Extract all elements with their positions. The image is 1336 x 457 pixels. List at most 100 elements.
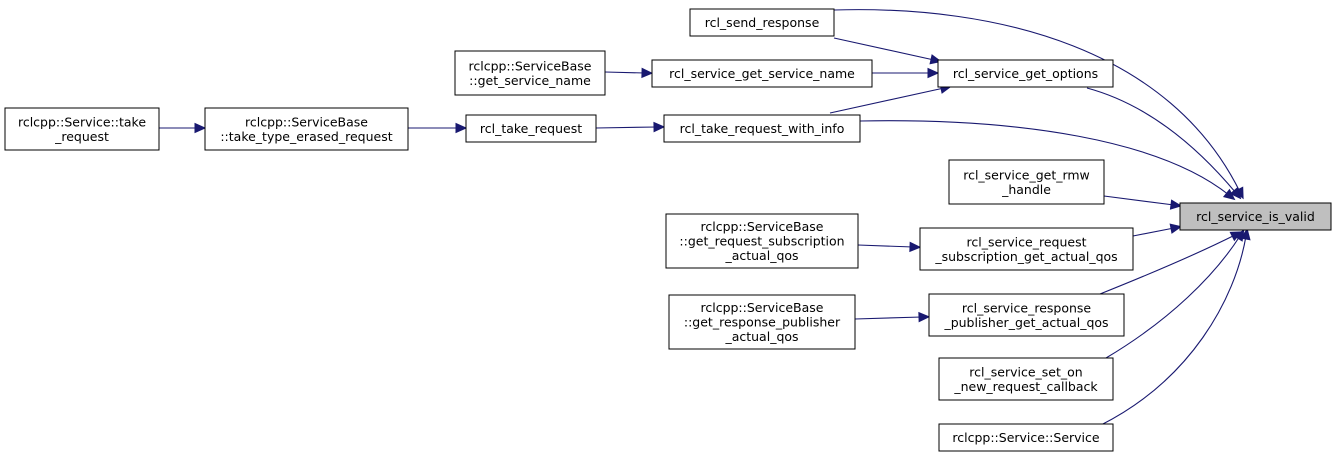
node-svc-take[interactable]: rclcpp::Service::take_request bbox=[4, 107, 160, 151]
edge-line bbox=[604, 71, 646, 74]
arrowhead bbox=[1169, 199, 1183, 210]
edge-get_opts-to-valid bbox=[1086, 87, 1242, 200]
edge-sb_name-to-get_name bbox=[604, 67, 654, 79]
node-label-line: ::get_request_subscription bbox=[679, 234, 844, 249]
node-sb-resp[interactable]: rclcpp::ServiceBase::get_response_publis… bbox=[668, 294, 856, 350]
node-set-cb[interactable]: rcl_service_set_on_new_request_callback bbox=[938, 357, 1114, 401]
edge-sb_take-to-take_req bbox=[408, 122, 468, 134]
edge-line bbox=[854, 316, 923, 320]
edge-line bbox=[833, 37, 935, 61]
node-box bbox=[938, 423, 1114, 452]
node-label-line: rcl_take_request_with_info bbox=[680, 121, 845, 136]
node-label-line: rclcpp::ServiceBase bbox=[700, 300, 823, 315]
node-box bbox=[938, 357, 1114, 401]
edge-line bbox=[1105, 235, 1241, 359]
node-sb-take[interactable]: rclcpp::ServiceBase::take_type_erased_re… bbox=[204, 107, 409, 151]
node-label-line: rcl_service_get_service_name bbox=[669, 66, 855, 81]
node-label-line: rcl_service_request bbox=[966, 234, 1086, 249]
edge-get_name-to-get_opts bbox=[872, 67, 940, 79]
node-get-opts[interactable]: rcl_service_get_options bbox=[937, 59, 1114, 88]
edge-svc_take-to-sb_take bbox=[159, 122, 207, 134]
edge-line bbox=[859, 120, 1230, 196]
node-label-line: _new_request_callback bbox=[953, 379, 1098, 394]
node-label-line: rcl_service_set_on bbox=[969, 364, 1082, 379]
node-label-line: ::get_service_name bbox=[469, 73, 591, 88]
node-sb-req[interactable]: rclcpp::ServiceBase::get_request_subscri… bbox=[665, 213, 859, 269]
arrowhead bbox=[1169, 223, 1183, 234]
node-take-req[interactable]: rcl_take_request bbox=[465, 114, 597, 143]
edge-svc_ctor-to-valid bbox=[1100, 227, 1251, 426]
node-box bbox=[454, 50, 606, 96]
node-label-line: _request bbox=[54, 129, 109, 144]
arrowhead bbox=[1240, 227, 1251, 241]
node-label-line: rclcpp::ServiceBase bbox=[468, 58, 591, 73]
edge-sb_req-to-req_sub bbox=[857, 241, 922, 253]
node-box bbox=[651, 59, 873, 88]
arrowhead bbox=[927, 67, 940, 79]
arrowhead bbox=[194, 122, 207, 134]
arrowhead bbox=[641, 67, 654, 79]
node-label-line: _publisher_get_actual_qos bbox=[943, 315, 1108, 330]
node-label-line: rcl_take_request bbox=[480, 121, 582, 136]
node-box bbox=[4, 107, 160, 151]
arrowhead bbox=[1222, 188, 1236, 201]
edge-line bbox=[833, 9, 1241, 193]
node-label-line: _actual_qos bbox=[724, 329, 798, 344]
edge-take_info-to-get_opts bbox=[829, 83, 953, 114]
node-svc-ctor[interactable]: rclcpp::Service::Service bbox=[938, 423, 1114, 452]
node-get-name[interactable]: rcl_service_get_service_name bbox=[651, 59, 873, 88]
edge-line bbox=[595, 126, 658, 129]
node-box bbox=[465, 114, 597, 143]
node-take-info[interactable]: rcl_take_request_with_info bbox=[663, 114, 861, 143]
node-label-line: ::take_type_erased_request bbox=[220, 129, 392, 144]
edge-req_sub-to-valid bbox=[1132, 223, 1183, 237]
edge-rmw-to-valid bbox=[1103, 195, 1183, 210]
node-label-line: _actual_qos bbox=[724, 248, 798, 263]
node-resp-pub[interactable]: rcl_service_response_publisher_get_actua… bbox=[928, 293, 1125, 337]
edge-line bbox=[857, 244, 914, 248]
edge-take_info-to-valid bbox=[859, 120, 1236, 201]
node-box bbox=[204, 107, 409, 151]
node-req-sub[interactable]: rcl_service_request_subscription_get_act… bbox=[919, 227, 1134, 271]
node-label-line: _handle bbox=[1001, 182, 1051, 197]
node-label-line: rcl_service_is_valid bbox=[1196, 209, 1315, 224]
node-label-line: rclcpp::Service::Service bbox=[952, 430, 1100, 445]
node-label-line: rclcpp::Service::take bbox=[18, 114, 146, 129]
node-box bbox=[937, 59, 1114, 88]
edge-line bbox=[1132, 227, 1175, 237]
node-box bbox=[948, 159, 1105, 205]
node-box bbox=[668, 294, 856, 350]
node-box bbox=[919, 227, 1134, 271]
node-label-line: _subscription_get_actual_qos bbox=[934, 249, 1117, 264]
node-send-resp[interactable]: rcl_send_response bbox=[689, 8, 835, 37]
node-label-line: rclcpp::ServiceBase bbox=[245, 114, 368, 129]
arrowhead bbox=[918, 311, 931, 323]
arrowhead bbox=[653, 121, 666, 133]
node-box bbox=[663, 114, 861, 143]
arrowhead bbox=[909, 241, 922, 253]
node-box bbox=[1179, 202, 1332, 231]
edge-take_req-to-take_info bbox=[595, 121, 666, 133]
node-box bbox=[928, 293, 1125, 337]
node-label-line: rcl_service_get_rmw bbox=[963, 167, 1090, 182]
node-label-line: ::get_response_publisher bbox=[684, 315, 841, 330]
node-label-line: rcl_service_response bbox=[962, 300, 1092, 315]
node-box bbox=[665, 213, 859, 269]
node-label-line: rclcpp::ServiceBase bbox=[700, 219, 823, 234]
node-label-line: rcl_service_get_options bbox=[953, 66, 1098, 81]
node-rmw[interactable]: rcl_service_get_rmw_handle bbox=[948, 159, 1105, 205]
node-box bbox=[689, 8, 835, 37]
edge-line bbox=[829, 87, 945, 114]
edge-line bbox=[1086, 87, 1237, 194]
node-layer: rcl_service_is_valid rcl_send_responsercl… bbox=[4, 8, 1332, 452]
arrowhead bbox=[455, 122, 468, 134]
arrowhead bbox=[1229, 186, 1242, 200]
node-valid[interactable]: rcl_service_is_valid bbox=[1179, 202, 1332, 231]
edge-line bbox=[1099, 234, 1236, 295]
node-sb-name[interactable]: rclcpp::ServiceBase::get_service_name bbox=[454, 50, 606, 96]
node-label-line: rcl_send_response bbox=[705, 15, 820, 30]
edge-line bbox=[1103, 195, 1175, 206]
edge-sb_resp-to-resp_pub bbox=[854, 311, 931, 323]
edge-line bbox=[1100, 235, 1247, 426]
